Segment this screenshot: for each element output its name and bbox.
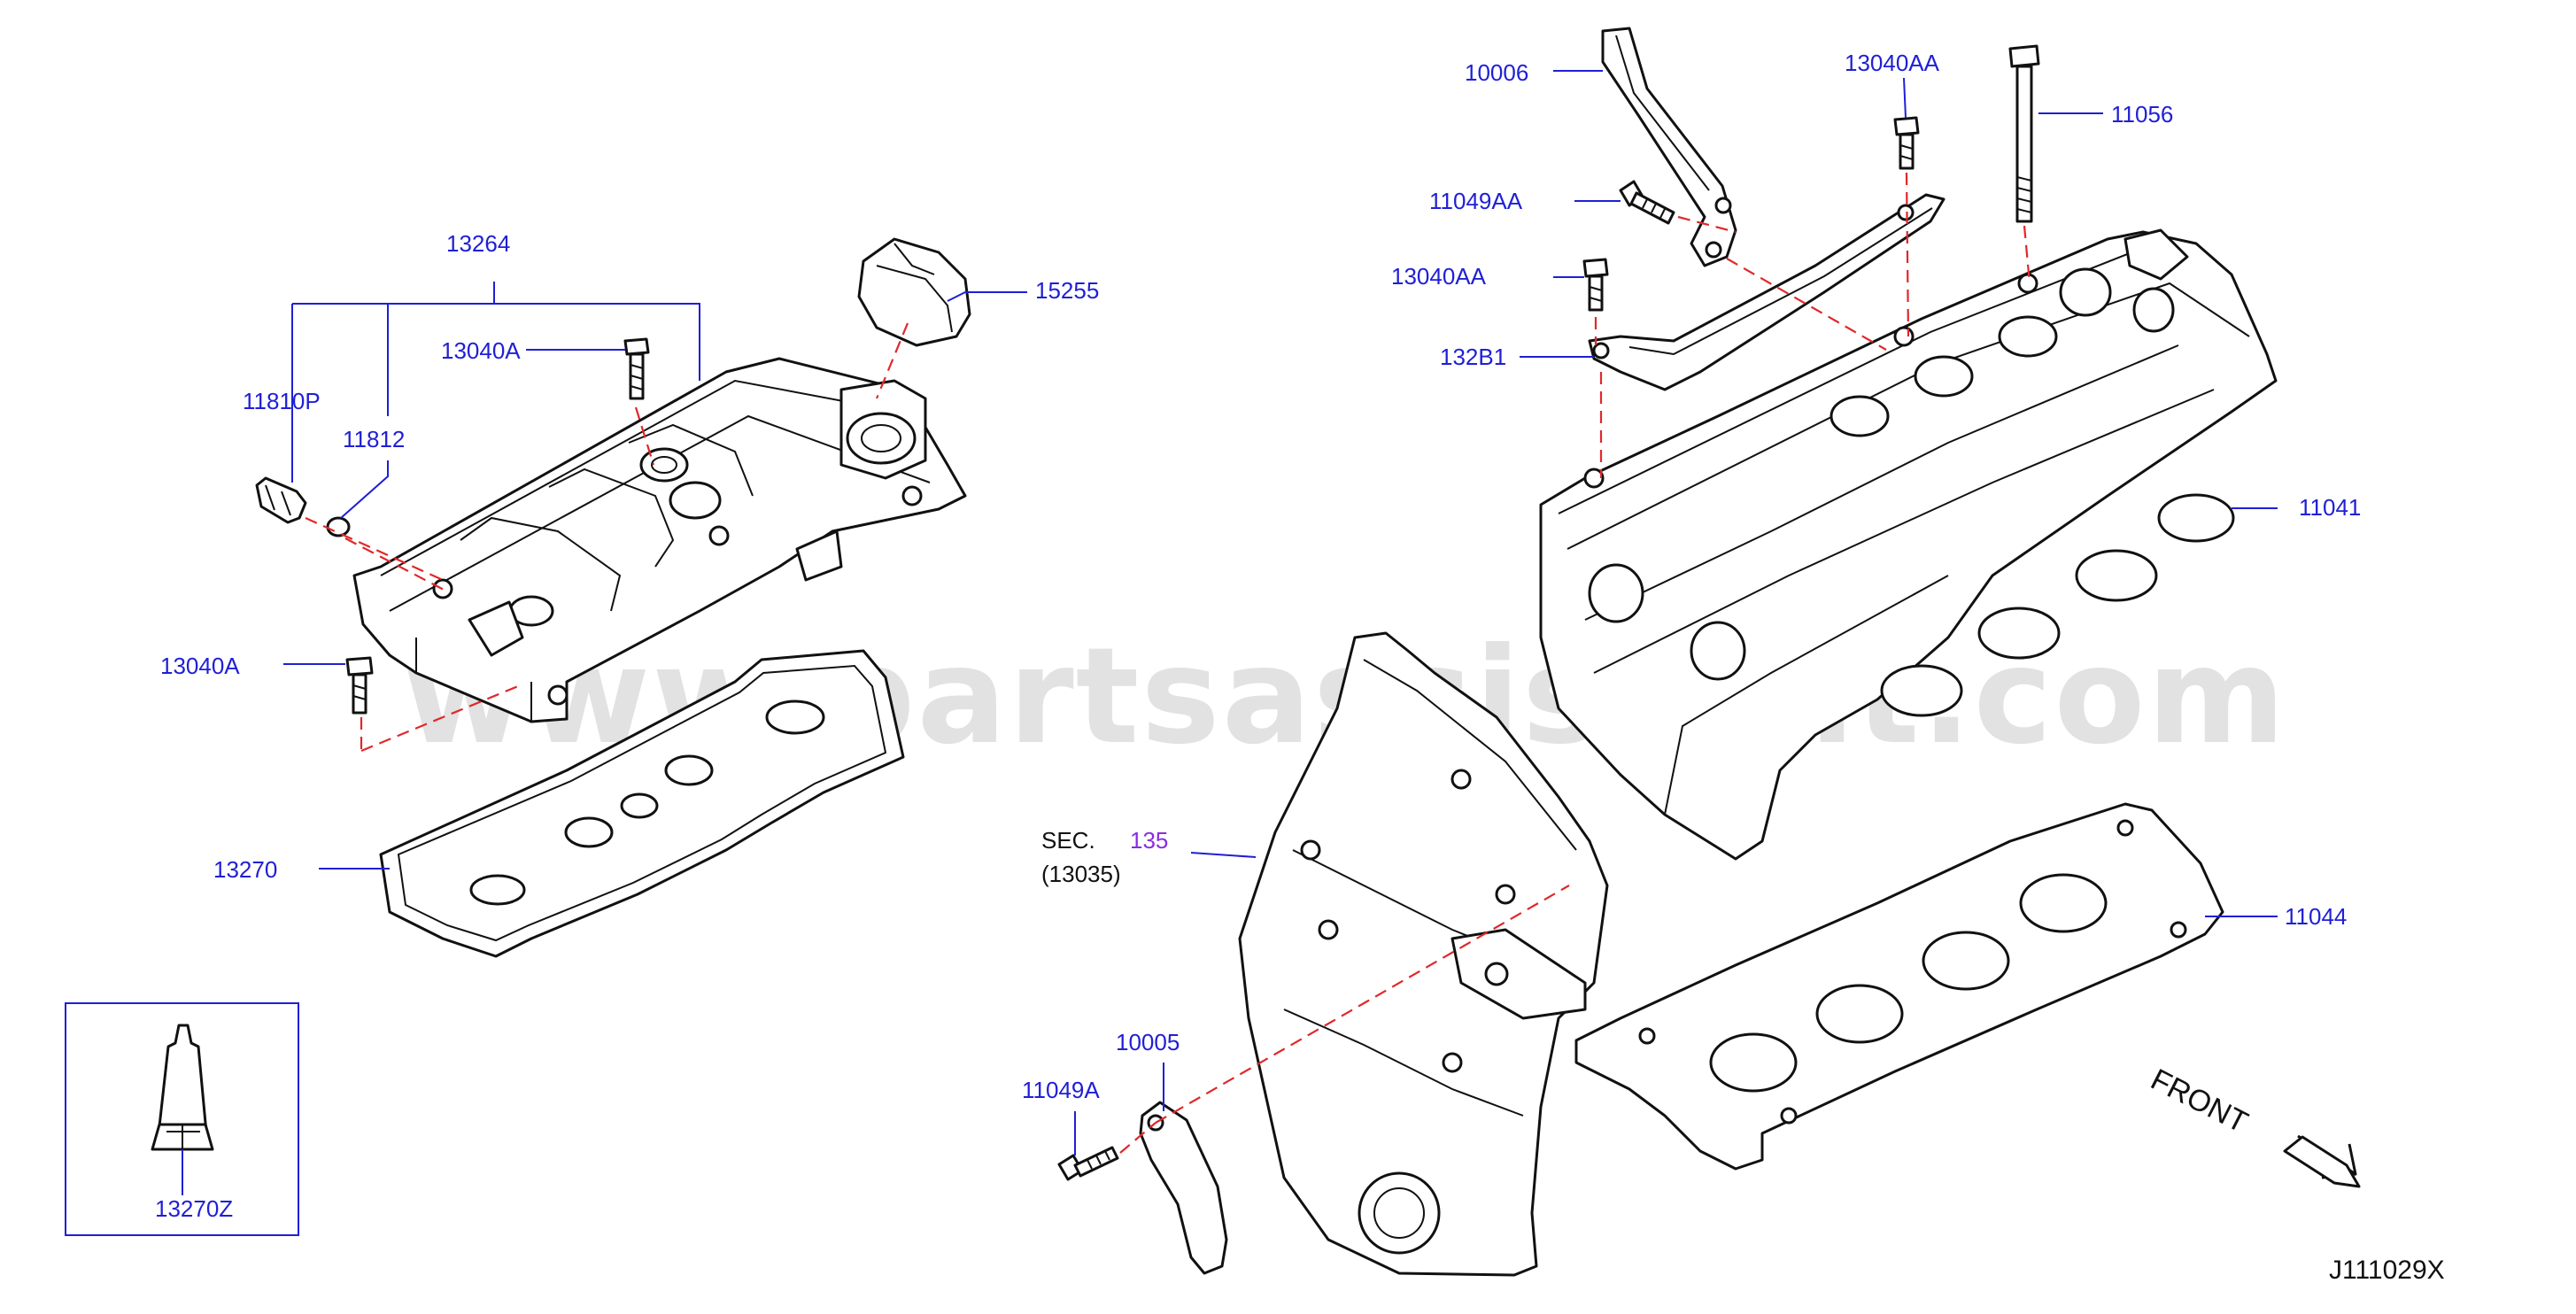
harness-bracket-132B1	[1588, 193, 1946, 391]
part-label-11041: 11041	[2299, 494, 2362, 521]
head-gasket-11044	[1574, 802, 2224, 1171]
o-ring-11812	[326, 516, 351, 537]
bolt-11049AA	[1619, 180, 1675, 225]
pcv-valve-11810P	[255, 476, 307, 524]
part-label-15255: 15255	[1035, 277, 1100, 304]
part-label-11049AA: 11049AA	[1429, 188, 1523, 214]
drawing-code: J111029X	[2329, 1256, 2445, 1285]
part-label-13040AA-top: 13040AA	[1845, 50, 1939, 76]
bolt-13040AA-mid	[1582, 258, 1609, 312]
sealant-box	[65, 1002, 299, 1236]
part-label-10005: 10005	[1116, 1029, 1180, 1055]
part-label-13040AA-mid: 13040AA	[1391, 263, 1486, 290]
engine-hanger-10006	[1601, 27, 1737, 267]
part-label-132B1: 132B1	[1440, 344, 1507, 370]
cylinder-head-11041	[1539, 228, 2278, 861]
part-label-11049A: 11049A	[1022, 1077, 1100, 1103]
oil-filler-cap-15255	[857, 237, 971, 347]
front-arrow-icon	[2283, 1134, 2361, 1188]
plate-10005	[1139, 1101, 1228, 1275]
leader-lines	[182, 70, 2278, 1195]
part-label-11044: 11044	[2285, 903, 2348, 930]
bolt-11049A	[1057, 1146, 1119, 1181]
part-label-13270: 13270	[213, 856, 278, 883]
cover-gasket-13270	[379, 649, 905, 958]
section-subref: (13035)	[1041, 861, 1121, 887]
part-label-13264: 13264	[446, 230, 511, 257]
bolt-13040A-top	[623, 337, 650, 400]
part-label-13040A-top: 13040A	[441, 337, 521, 364]
part-label-11056: 11056	[2111, 101, 2174, 128]
sealant-tube-13270Z	[151, 1024, 214, 1151]
part-label-13270Z: 13270Z	[155, 1195, 234, 1222]
timing-chain-case-sec135	[1238, 631, 1609, 1277]
section-prefix: SEC.	[1041, 827, 1095, 854]
part-label-11812: 11812	[343, 426, 406, 452]
part-label-13040A-bottom: 13040A	[160, 653, 240, 679]
rocker-cover-13264	[352, 357, 967, 723]
bolt-13040AA-top	[1893, 116, 1920, 170]
section-number-link[interactable]: 135	[1130, 827, 1169, 854]
part-label-10006: 10006	[1465, 59, 1529, 86]
bolt-13040A-bottom	[345, 656, 374, 715]
long-bolt-11056	[2008, 44, 2040, 223]
part-label-11810P: 11810P	[243, 388, 321, 414]
alignment-lines	[305, 172, 2031, 1154]
